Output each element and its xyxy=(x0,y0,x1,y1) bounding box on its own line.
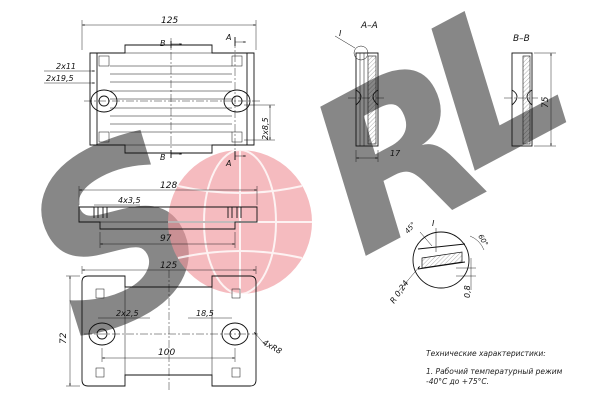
bottom-hole-dim: 2x2,5 xyxy=(116,309,139,318)
bottom-spacing-label: 100 xyxy=(158,348,175,358)
bottom-offset-label: 18,5 xyxy=(196,309,214,318)
front-inner-label: 97 xyxy=(160,234,172,244)
bottom-slot-bl xyxy=(95,367,105,378)
detail-thickness: 0,8 xyxy=(463,285,472,298)
bottom-hole-left xyxy=(96,328,108,340)
front-view-outline xyxy=(78,206,258,230)
top-dim-2x11: 2x11 xyxy=(56,62,76,71)
section-a-detail-ref: I xyxy=(339,29,342,38)
bottom-slot-tr xyxy=(231,288,241,299)
section-mark-b-bottom: B xyxy=(160,150,182,162)
detail-circle xyxy=(412,231,470,289)
notes-line-1: 1. Рабочий температурный режим xyxy=(426,367,563,376)
bottom-corner-radius: 4xR8 xyxy=(261,338,283,356)
section-a-detail-marker xyxy=(353,45,369,61)
bottom-view-outline xyxy=(81,275,257,387)
svg-text:B: B xyxy=(160,153,166,162)
bottom-slot-br xyxy=(231,367,241,378)
top-slot-tr xyxy=(231,55,243,67)
technical-notes: Технические характеристики: 1. Рабочий т… xyxy=(426,349,596,387)
bottom-view: 125 72 2x2,5 18,5 100 4xR8 xyxy=(59,261,283,390)
svg-text:A: A xyxy=(225,159,231,168)
top-slot-tl xyxy=(98,55,110,67)
front-slots-left xyxy=(93,207,108,218)
bottom-height-label: 72 xyxy=(59,332,69,344)
top-view: 125 2x11 2x19,5 2x8,5 B A B A xyxy=(44,16,275,168)
front-slots-right xyxy=(227,207,242,218)
top-dim-2x19-5: 2x19,5 xyxy=(46,74,74,83)
section-a-title: A–A xyxy=(360,21,378,31)
svg-text:A: A xyxy=(225,33,231,42)
bottom-slot-tl xyxy=(95,288,105,299)
section-mark-b-top: B xyxy=(160,39,182,48)
svg-text:B: B xyxy=(160,39,166,48)
section-mark-a-bottom: A xyxy=(225,151,246,168)
bottom-width-label: 125 xyxy=(160,261,177,271)
section-b: B–B 75 xyxy=(504,34,556,147)
section-a: A–A I 17 xyxy=(334,21,401,162)
detail-ref-label: I xyxy=(432,219,435,228)
top-slot-bl xyxy=(98,131,110,143)
front-overall-label: 128 xyxy=(160,181,177,191)
notes-line-2: -40°С до +75°С. xyxy=(426,377,489,386)
notes-heading: Технические характеристики: xyxy=(426,349,546,358)
front-slot-label: 4x3,5 xyxy=(118,196,141,205)
section-a-depth: 17 xyxy=(390,149,401,158)
section-b-title: B–B xyxy=(513,34,530,44)
section-mark-a-top: A xyxy=(225,33,246,46)
section-b-height: 75 xyxy=(541,96,551,108)
front-view: 128 4x3,5 97 xyxy=(78,181,258,248)
top-width-label: 125 xyxy=(161,16,178,26)
top-dim-2x8-5: 2x8,5 xyxy=(261,117,270,140)
top-slot-br xyxy=(231,131,243,143)
